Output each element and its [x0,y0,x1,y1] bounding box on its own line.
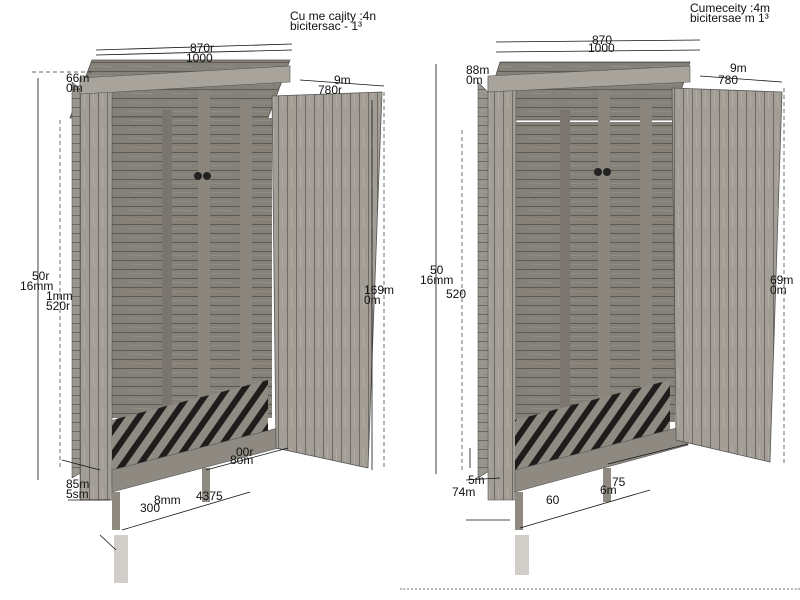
left-door-a: 9m [334,73,351,87]
right-floor-grid [515,380,670,480]
right-base-b: 74m [452,485,475,499]
left-width-b: 1000 [186,51,213,65]
left-depth-b: 0m [66,81,83,95]
right-base-a: 5m [468,473,485,487]
left-capacity-line1: Cu me cajity :4n [290,9,376,23]
left-width-a: 870r [190,41,214,55]
right-labels: Cumeceity :4m bicitersae m 1³ 870 1000 8… [420,1,793,507]
left-height-d: 520r [46,299,70,313]
left-base-a: 00r [236,445,253,459]
right-floor-b: 75 [612,475,626,489]
right-floor-c: 6m [600,483,617,497]
left-foot-a: 85m [66,477,89,491]
left-height-b: 16mm [20,279,53,293]
right-depth-a: 88m [466,63,489,77]
left-foot-b: 5sm [66,487,89,501]
right-door-a: 9m [730,61,747,75]
right-height-a: 50 [430,263,444,277]
left-dimensions [32,43,385,551]
left-door-b: 780r [318,83,342,97]
left-capacity-line2: bicitersac - 1³ [290,19,362,33]
left-floor-b: 300 [140,501,160,515]
right-floor-a: 60 [546,493,560,507]
left-door-height: 169m [364,283,394,297]
right-door [671,87,783,463]
right-door-height-b: 0m [770,283,787,297]
right-width-a: 870 [592,33,612,47]
right-width-b: 1000 [588,41,615,55]
left-front-post [79,79,113,501]
dotted-divider [400,588,800,596]
right-door-b: 780 [718,73,738,87]
right-height-c: 520 [446,287,466,301]
right-door-height: 69m [770,273,793,287]
left-floor-a: 8mm [154,493,181,507]
right-shed [477,61,783,575]
left-door [271,91,383,469]
right-depth-b: 0m [466,73,483,87]
left-labels: Cu me cajity :4n bicitersac - 1³ 870r 10… [20,9,394,515]
left-height-a: 50r [32,269,49,283]
right-front-post [487,77,517,501]
right-capacity-line1: Cumeceity :4m [690,1,770,15]
left-floor-grid [112,380,268,480]
left-height-c: 1mm [46,289,73,303]
left-depth-a: 66m [66,71,89,85]
left-base-b: 8om [230,453,253,467]
right-dimensions [435,39,785,529]
right-capacity-line2: bicitersae m 1³ [690,11,769,25]
left-floor-c: 4375 [196,489,223,503]
right-height-b: 16mm [420,273,453,287]
left-door-height-b: 0m [364,293,381,307]
left-shed [69,59,383,583]
